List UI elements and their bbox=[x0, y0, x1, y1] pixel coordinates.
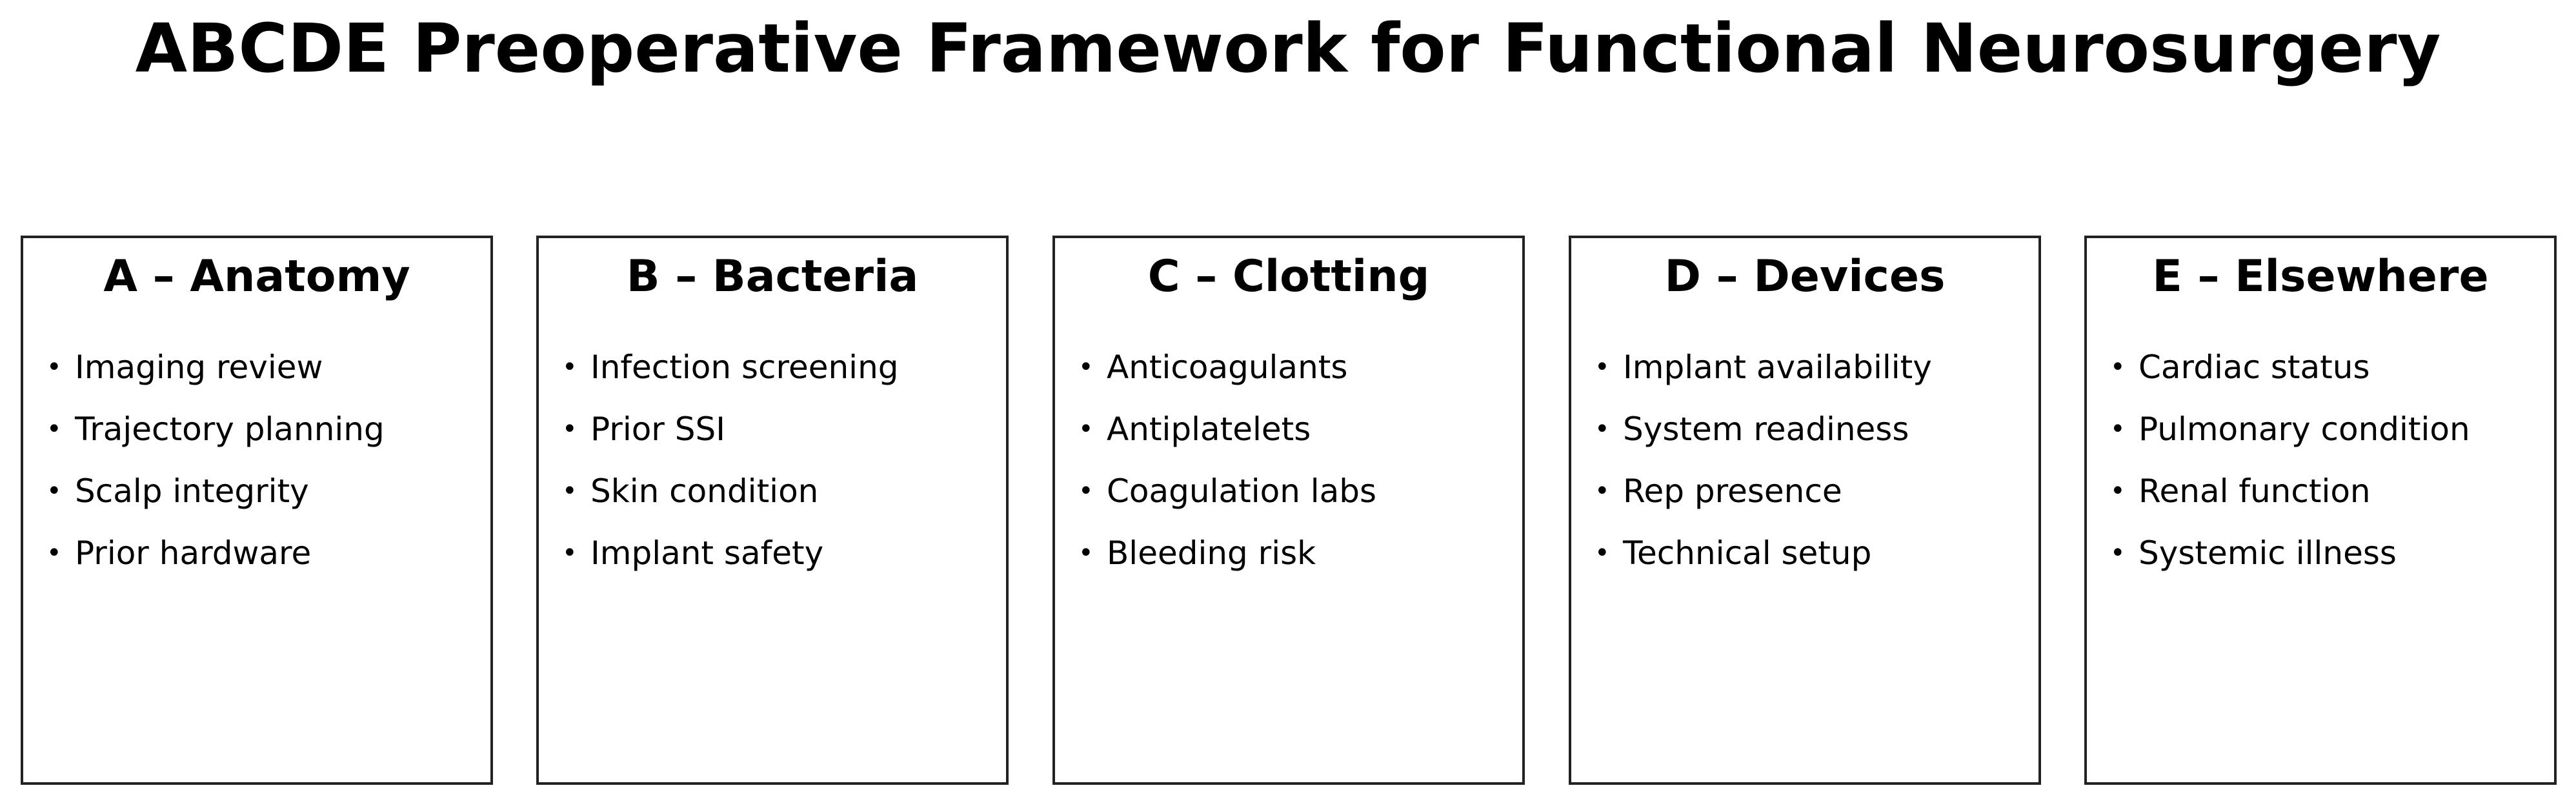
bullet-icon: • bbox=[1595, 414, 1610, 444]
bullet-icon: • bbox=[2110, 352, 2126, 382]
item-list: • Anticoagulants • Antiplatelets • Coagulat… bbox=[1078, 336, 1516, 584]
item-label: Systemic illness bbox=[2138, 534, 2397, 572]
list-item: • Prior hardware bbox=[46, 522, 484, 584]
item-label: Skin condition bbox=[590, 472, 819, 510]
item-label: Cardiac status bbox=[2138, 349, 2370, 386]
bullet-icon: • bbox=[562, 538, 578, 568]
list-item: • Systemic illness bbox=[2110, 522, 2548, 584]
item-label: Implant availability bbox=[1623, 349, 1932, 386]
bullet-icon: • bbox=[1078, 476, 1094, 506]
list-item: • Renal function bbox=[2110, 460, 2548, 522]
bullet-icon: • bbox=[562, 476, 578, 506]
box-devices: D – Devices • Implant availability • Syste… bbox=[1569, 236, 2041, 785]
bullet-icon: • bbox=[2110, 476, 2126, 506]
list-item: • Rep presence bbox=[1595, 460, 2032, 522]
item-label: Technical setup bbox=[1623, 534, 1872, 572]
box-elsewhere: E – Elsewhere • Cardiac status • Pulmonary… bbox=[2084, 236, 2557, 785]
list-item: • Antiplatelets bbox=[1078, 398, 1516, 460]
list-item: • Trajectory planning bbox=[46, 398, 484, 460]
item-label: Trajectory planning bbox=[75, 410, 385, 448]
bullet-icon: • bbox=[1595, 476, 1610, 506]
list-item: • Pulmonary condition bbox=[2110, 398, 2548, 460]
box-header: B – Bacteria bbox=[626, 251, 919, 302]
bullet-icon: • bbox=[562, 414, 578, 444]
list-item: • Coagulation labs bbox=[1078, 460, 1516, 522]
box-bacteria: B – Bacteria • Infection screening • Prior… bbox=[536, 236, 1009, 785]
item-label: Pulmonary condition bbox=[2138, 410, 2470, 448]
item-label: System readiness bbox=[1623, 410, 1909, 448]
box-header: D – Devices bbox=[1664, 251, 1946, 302]
bullet-icon: • bbox=[46, 476, 62, 506]
list-item: • Skin condition bbox=[562, 460, 1000, 522]
bullet-icon: • bbox=[1078, 414, 1094, 444]
item-label: Renal function bbox=[2138, 472, 2371, 510]
item-label: Antiplatelets bbox=[1107, 410, 1311, 448]
list-item: • Technical setup bbox=[1595, 522, 2032, 584]
box-header: A – Anatomy bbox=[103, 251, 410, 302]
item-label: Prior hardware bbox=[75, 534, 312, 572]
bullet-icon: • bbox=[46, 352, 62, 382]
list-item: • Prior SSI bbox=[562, 398, 1000, 460]
list-item: • Infection screening bbox=[562, 336, 1000, 398]
box-anatomy: A – Anatomy • Imaging review • Trajectory … bbox=[21, 236, 493, 785]
bullet-icon: • bbox=[1078, 352, 1094, 382]
diagram-title: ABCDE Preoperative Framework for Functio… bbox=[135, 9, 2441, 88]
box-header: E – Elsewhere bbox=[2152, 251, 2489, 302]
item-list: •Implant availability •System readiness … bbox=[1595, 336, 2032, 584]
bullet-icon: • bbox=[46, 538, 62, 568]
bullet-icon: • bbox=[2110, 414, 2126, 444]
bullet-icon: • bbox=[2110, 538, 2126, 568]
list-item: • System readiness bbox=[1595, 398, 2032, 460]
bullet-icon: • bbox=[1595, 538, 1610, 568]
bullet-icon: • bbox=[1078, 538, 1094, 568]
list-item: • Cardiac status bbox=[2110, 336, 2548, 398]
item-label: Imaging review bbox=[75, 349, 323, 386]
bullet-icon: • bbox=[562, 352, 578, 382]
list-item: • Imaging review bbox=[46, 336, 484, 398]
list-item: • Scalp integrity bbox=[46, 460, 484, 522]
item-label: Prior SSI bbox=[590, 410, 725, 448]
item-label: Infection screening bbox=[590, 349, 899, 386]
list-item: • Bleeding risk bbox=[1078, 522, 1516, 584]
item-list: • Infection screening • Prior SSI • Skin co… bbox=[562, 336, 1000, 584]
item-label: Rep presence bbox=[1623, 472, 1842, 510]
box-header: C – Clotting bbox=[1147, 251, 1430, 302]
bullet-icon: • bbox=[1595, 352, 1610, 382]
item-label: Coagulation labs bbox=[1107, 472, 1377, 510]
item-list: • Cardiac status • Pulmonary condition • Re… bbox=[2110, 336, 2548, 584]
list-item: • Implant availability bbox=[1595, 336, 2032, 398]
box-clotting: C – Clotting • Anticoagulants • Antiplatel… bbox=[1052, 236, 1525, 785]
list-item: • Implant safety bbox=[562, 522, 1000, 584]
item-label: Implant safety bbox=[590, 534, 824, 572]
bullet-icon: • bbox=[46, 414, 62, 444]
item-label: Anticoagulants bbox=[1107, 349, 1348, 386]
item-list: • Imaging review • Trajectory planning • Sc… bbox=[46, 336, 484, 584]
list-item: • Anticoagulants bbox=[1078, 336, 1516, 398]
item-label: Bleeding risk bbox=[1107, 534, 1316, 572]
item-label: Scalp integrity bbox=[75, 472, 309, 510]
